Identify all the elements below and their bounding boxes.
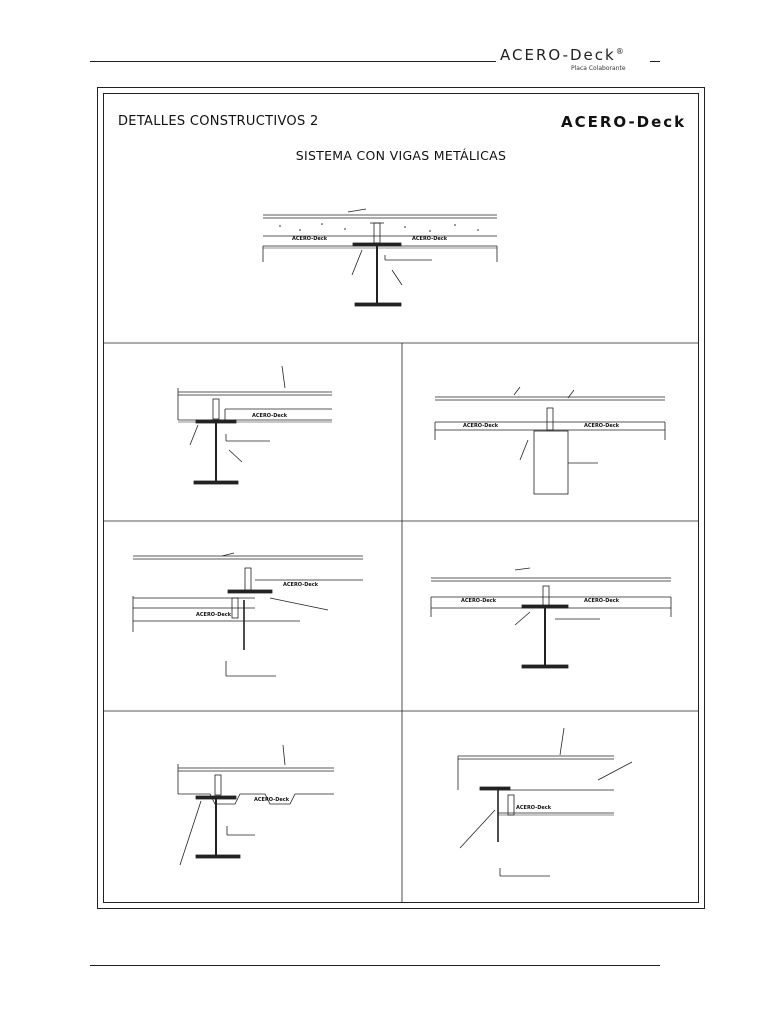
detail-2: [177, 365, 332, 485]
deck-label: ACERO-Deck: [463, 423, 499, 429]
deck-label: ACERO-Deck: [584, 598, 620, 604]
detail-4: [132, 552, 363, 677]
document-logo: ACERO-Deck: [561, 113, 687, 131]
detail-6: [177, 744, 334, 866]
footer-rule: [90, 965, 660, 966]
outer-frame: [97, 87, 705, 909]
registered-mark: ®: [615, 47, 624, 56]
inner-frame: [103, 93, 699, 903]
deck-label: ACERO-Deck: [292, 236, 328, 242]
header-rule-right: [650, 61, 660, 62]
panel-grid: [103, 342, 699, 903]
document-title: DETALLES CONSTRUCTIVOS 2: [118, 114, 319, 129]
detail-5: [430, 567, 672, 669]
detail-3: [434, 386, 666, 495]
deck-label: ACERO-Deck: [516, 805, 552, 811]
header-logo-text: ACERO-Deck: [500, 46, 616, 64]
detail-1: [262, 208, 498, 307]
deck-label: ACERO-Deck: [196, 612, 232, 618]
document-subtitle: SISTEMA CON VIGAS METÁLICAS: [295, 148, 507, 163]
deck-label: ACERO-Deck: [254, 797, 290, 803]
detail-7: [457, 727, 633, 877]
header-logo: ACERO-Deck®: [500, 46, 624, 64]
deck-label: ACERO-Deck: [412, 236, 448, 242]
deck-label: ACERO-Deck: [252, 413, 288, 419]
deck-label: ACERO-Deck: [584, 423, 620, 429]
deck-label: ACERO-Deck: [461, 598, 497, 604]
deck-label: ACERO-Deck: [283, 582, 319, 588]
header-tagline: Placa Colaborante: [571, 65, 626, 72]
header-rule-left: [90, 61, 496, 62]
